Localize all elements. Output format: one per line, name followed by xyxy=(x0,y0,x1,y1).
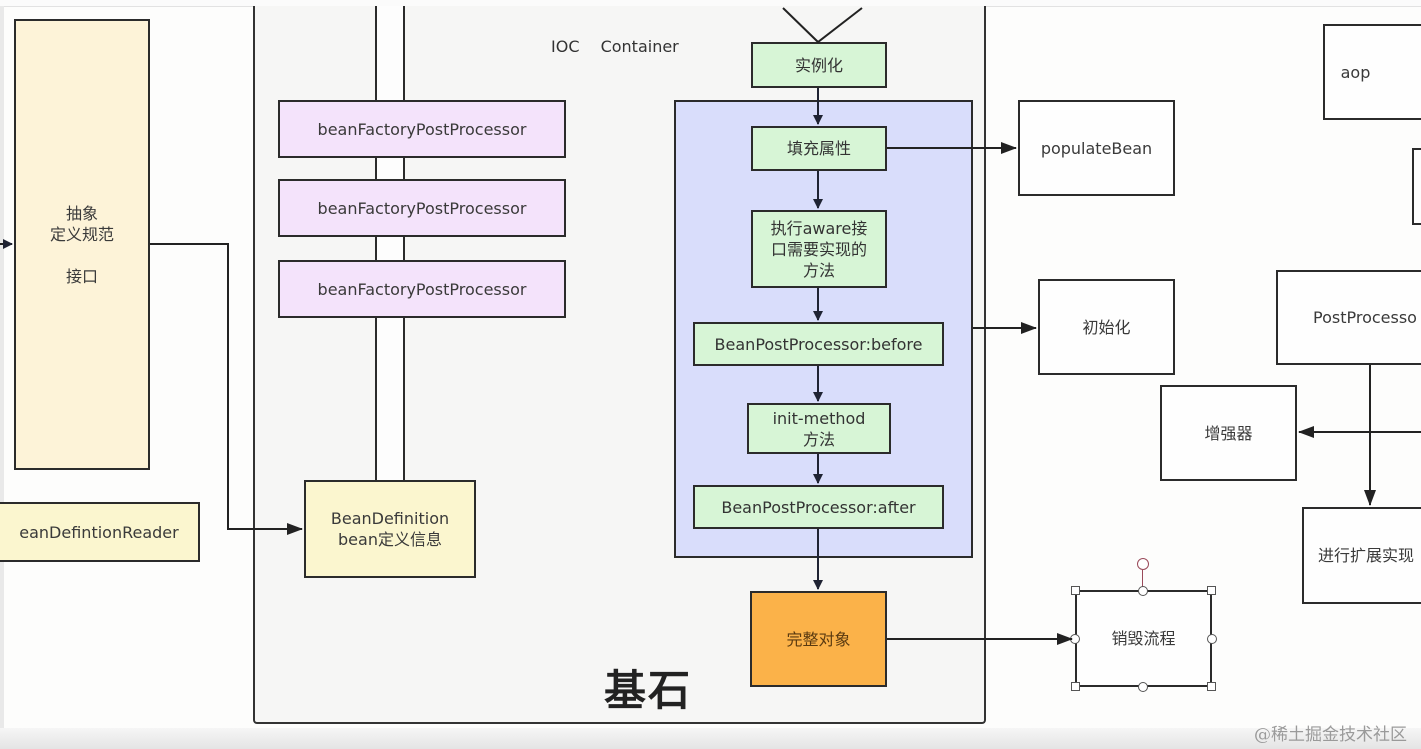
bean-factory-post-processor-2[interactable]: beanFactoryPostProcessor xyxy=(278,179,566,237)
ioc-container-title: IOC Container xyxy=(551,37,679,56)
bean-post-processor-before-node[interactable]: BeanPostProcessor:before xyxy=(693,322,944,366)
aware-methods-node[interactable]: 执行aware接 口需要实现的 方法 xyxy=(751,210,887,288)
resize-handle-top-left[interactable] xyxy=(1071,586,1080,595)
partial-right-node[interactable] xyxy=(1412,148,1421,225)
populate-bean-node[interactable]: populateBean xyxy=(1018,100,1175,196)
resize-handle-top[interactable] xyxy=(1138,586,1148,596)
resize-handle-bottom-left[interactable] xyxy=(1071,682,1080,691)
resize-handle-top-right[interactable] xyxy=(1207,586,1216,595)
foundation-label: 基石 xyxy=(604,666,693,715)
bean-definition-node[interactable]: BeanDefinition bean定义信息 xyxy=(304,480,476,578)
extension-impl-node[interactable]: 进行扩展实现 xyxy=(1302,507,1421,604)
destroy-flow-node[interactable]: 销毁流程 xyxy=(1075,590,1212,687)
abstract-spec-node[interactable]: 抽象 定义规范 接口 xyxy=(14,19,150,470)
populate-properties-node[interactable]: 填充属性 xyxy=(751,126,887,171)
instantiate-node[interactable]: 实例化 xyxy=(751,42,887,88)
init-method-node[interactable]: init-method 方法 xyxy=(747,403,891,454)
rotate-handle[interactable] xyxy=(1137,558,1149,570)
rotate-handle-stem xyxy=(1142,570,1143,590)
aop-node[interactable]: aop xyxy=(1323,24,1421,120)
resize-handle-bottom[interactable] xyxy=(1138,682,1148,692)
bottom-shade xyxy=(0,728,1421,749)
resize-handle-bottom-right[interactable] xyxy=(1207,682,1216,691)
initialization-node[interactable]: 初始化 xyxy=(1038,279,1175,375)
vertical-pillar[interactable] xyxy=(375,6,405,484)
bean-post-processor-after-node[interactable]: BeanPostProcessor:after xyxy=(693,485,944,529)
bean-factory-post-processor-3[interactable]: beanFactoryPostProcessor xyxy=(278,260,566,318)
bean-factory-post-processor-1[interactable]: beanFactoryPostProcessor xyxy=(278,100,566,158)
resize-handle-left[interactable] xyxy=(1070,634,1080,644)
bean-definition-reader-node[interactable]: eanDefintionReader xyxy=(0,502,200,562)
aop-label: aop xyxy=(1340,62,1371,82)
left-edge-strip xyxy=(0,6,4,749)
enhancer-node[interactable]: 增强器 xyxy=(1160,385,1297,481)
complete-object-node[interactable]: 完整对象 xyxy=(750,591,887,687)
resize-handle-right[interactable] xyxy=(1207,634,1217,644)
watermark: @稀土掘金技术社区 xyxy=(1254,725,1407,745)
post-processor-node[interactable]: PostProcesso xyxy=(1276,270,1421,365)
